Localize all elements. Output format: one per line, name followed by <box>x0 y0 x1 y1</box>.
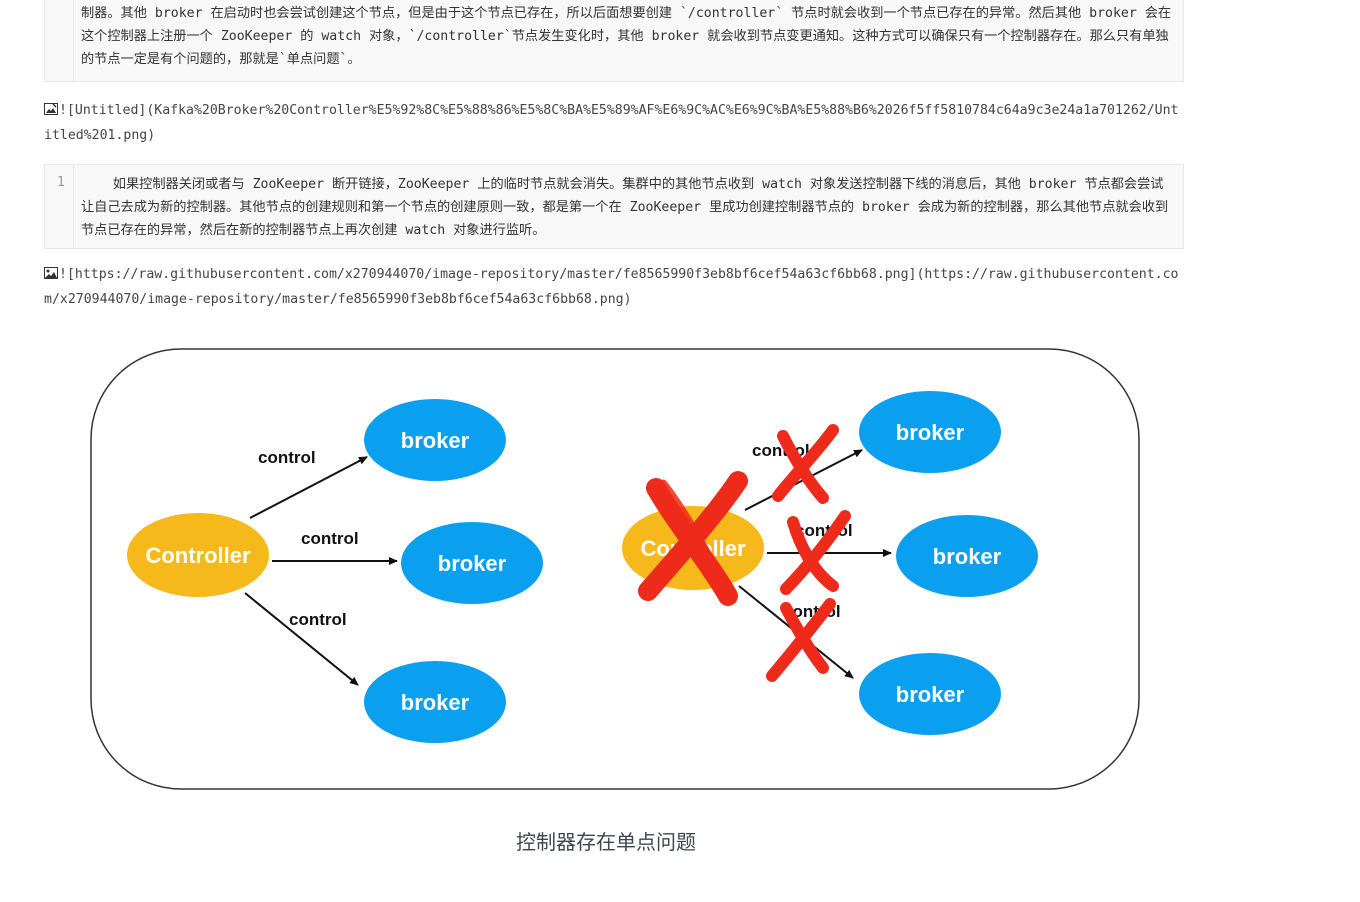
cross-icon <box>772 424 839 504</box>
broker-node-label: broker <box>401 428 470 453</box>
failed-cluster: Controller broker broker broker control … <box>622 391 1038 735</box>
broker-node <box>364 661 506 743</box>
broker-node <box>364 399 506 481</box>
control-arrow <box>249 456 368 519</box>
cross-icon <box>780 510 851 595</box>
control-label: control <box>301 529 359 548</box>
broken-image-icon <box>44 103 58 115</box>
broker-node <box>859 653 1001 735</box>
controller-node <box>127 513 269 597</box>
large-cross-icon <box>638 471 748 606</box>
image-link-github-text: ![https://raw.githubusercontent.com/x270… <box>44 267 1179 307</box>
code-block-2-text: 如果控制器关闭或者与 ZooKeeper 断开链接，ZooKeeper 上的临时… <box>81 177 1169 238</box>
broker-node-label: broker <box>896 420 965 445</box>
image-link-github[interactable]: ![https://raw.githubusercontent.com/x270… <box>44 262 1186 312</box>
image-icon <box>44 267 58 279</box>
image-link-untitled-text: ![Untitled](Kafka%20Broker%20Controller%… <box>44 103 1179 143</box>
code-gutter <box>45 165 74 248</box>
controller-diagram: Controller broker broker broker control … <box>90 348 1140 790</box>
controller-node-label: Controller <box>145 543 251 568</box>
code-block-2: 1 如果控制器关闭或者与 ZooKeeper 断开链接，ZooKeeper 上的… <box>44 164 1184 249</box>
healthy-cluster: Controller broker broker broker control … <box>127 399 543 743</box>
broker-node <box>896 515 1038 597</box>
code-block-1: 制器。其他 broker 在启动时也会尝试创建这个节点，但是由于这个节点已存在，… <box>44 0 1184 82</box>
broker-node <box>859 391 1001 473</box>
code-block-1-text: 制器。其他 broker 在启动时也会尝试创建这个节点，但是由于这个节点已存在，… <box>81 6 1172 67</box>
broker-node-label: broker <box>438 551 507 576</box>
cross-icon <box>766 598 836 682</box>
figure-caption: 控制器存在单点问题 <box>516 830 696 854</box>
line-number: 1 <box>57 175 65 190</box>
broker-node <box>401 522 543 604</box>
control-label: control <box>258 448 316 467</box>
broker-node-label: broker <box>933 544 1002 569</box>
control-label: control <box>289 610 347 629</box>
control-arrow <box>244 592 359 686</box>
broker-node-label: broker <box>401 690 470 715</box>
image-link-untitled[interactable]: ![Untitled](Kafka%20Broker%20Controller%… <box>44 98 1186 148</box>
code-gutter <box>45 0 74 81</box>
broker-node-label: broker <box>896 682 965 707</box>
